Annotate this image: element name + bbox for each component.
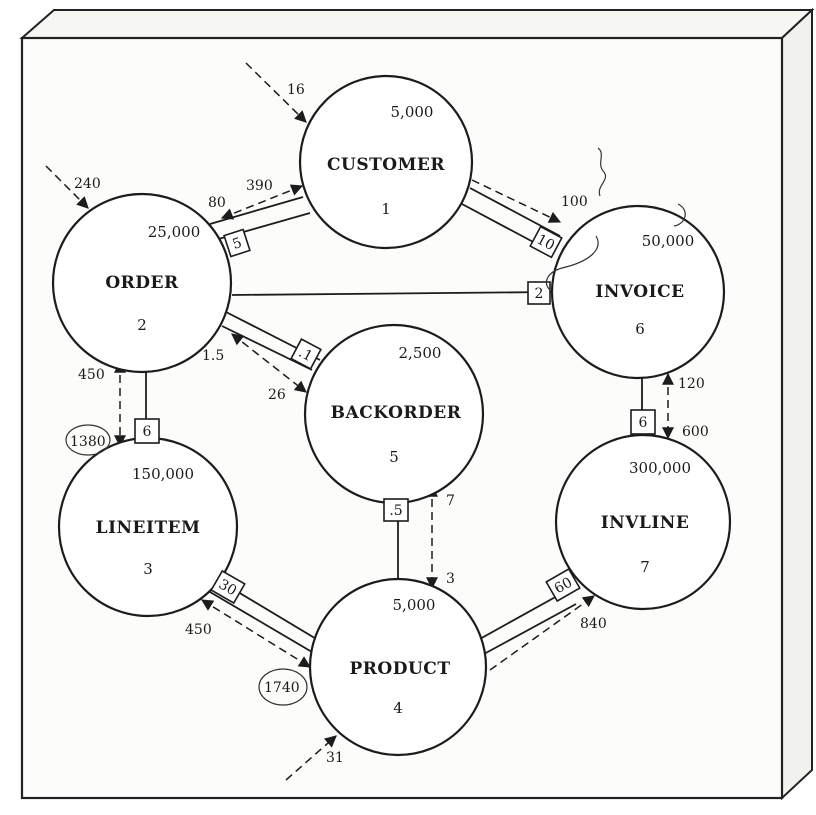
access-count: 390: [246, 178, 273, 194]
handwritten-marks: [65, 147, 686, 706]
access-count: 600: [682, 424, 709, 440]
ratio-box: 6: [630, 409, 656, 435]
node-invoice: INVOICE 6 50,000: [550, 204, 726, 380]
access-count: 80: [208, 195, 226, 211]
ratio-value: 60: [552, 574, 575, 597]
node-number: 7: [640, 558, 650, 576]
access-arrows: [45, 62, 674, 781]
ratio-value: .5: [389, 503, 402, 519]
access-count: 26: [268, 387, 286, 403]
ratio-value: 30: [216, 576, 239, 599]
access-count: 450: [185, 622, 212, 638]
node-product: PRODUCT 4 5,000: [308, 577, 488, 757]
ratio-value: 2: [535, 286, 544, 302]
node-volume: 5,000: [393, 596, 436, 614]
access-count: 3: [446, 571, 455, 587]
ratio-value: 10: [534, 232, 557, 254]
node-lineitem: LINEITEM 3 150,000: [57, 436, 239, 618]
access-count: 7: [446, 493, 455, 509]
ratio-box: 60: [545, 567, 581, 603]
ratio-box: 30: [210, 569, 246, 605]
node-order: ORDER 2 25,000: [51, 192, 233, 374]
node-number: 4: [393, 699, 403, 717]
node-volume: 2,500: [399, 344, 442, 362]
node-backorder: BACKORDER 5 2,500: [303, 323, 485, 505]
node-name: ORDER: [105, 273, 179, 293]
access-count: 120: [678, 376, 705, 392]
pencil-circle-1380: [65, 424, 111, 456]
ratio-value: 6: [639, 415, 648, 431]
node-volume: 5,000: [391, 103, 434, 121]
node-number: 5: [389, 448, 399, 466]
ratio-box: .1: [290, 338, 322, 370]
access-count: 31: [326, 750, 344, 766]
access-count: 16: [287, 82, 305, 98]
node-invline: INVLINE 7 300,000: [554, 433, 732, 611]
board-side-face: [781, 7, 813, 801]
node-name: CUSTOMER: [327, 155, 445, 175]
ratio-box: 6: [134, 418, 160, 444]
ratio-box: 5: [223, 228, 251, 258]
node-number: 3: [143, 560, 153, 578]
node-number: 1: [381, 200, 391, 218]
access-count: 840: [580, 616, 607, 632]
ratio-value: 6: [143, 424, 152, 440]
node-volume: 150,000: [132, 465, 194, 483]
node-volume: 300,000: [629, 459, 691, 477]
ratio-box: .5: [383, 498, 409, 522]
ratio-boxes: 5 10 2 .1 6 6 .5 30: [134, 225, 656, 605]
node-volume: 25,000: [148, 223, 201, 241]
access-count: 450: [78, 367, 105, 383]
pencil-circle-1740: [258, 668, 308, 706]
node-name: INVLINE: [601, 513, 690, 533]
access-count: 100: [561, 194, 588, 210]
access-count: 240: [74, 176, 101, 192]
node-customer: CUSTOMER 1 5,000: [298, 74, 474, 250]
access-count: 1.5: [202, 348, 224, 364]
node-name: BACKORDER: [331, 403, 462, 423]
node-name: LINEITEM: [96, 518, 201, 538]
node-name: INVOICE: [595, 282, 684, 302]
node-volume: 50,000: [642, 232, 695, 250]
board-top-face: [19, 9, 815, 39]
node-number: 2: [137, 316, 147, 334]
ratio-box: 2: [527, 281, 551, 305]
pencil-scribble-invoice-top: [673, 203, 686, 227]
ratio-box: 10: [529, 225, 563, 259]
node-name: PRODUCT: [350, 659, 451, 679]
access-count: 1380: [70, 434, 106, 450]
access-count: 1740: [264, 680, 300, 696]
node-number: 6: [635, 320, 645, 338]
pencil-scribble-invoice: [545, 147, 606, 291]
access-count-labels: 16 240 31 80 390 100 1.5 26 450 1380 120…: [70, 82, 709, 766]
ratio-value: .1: [296, 345, 315, 365]
